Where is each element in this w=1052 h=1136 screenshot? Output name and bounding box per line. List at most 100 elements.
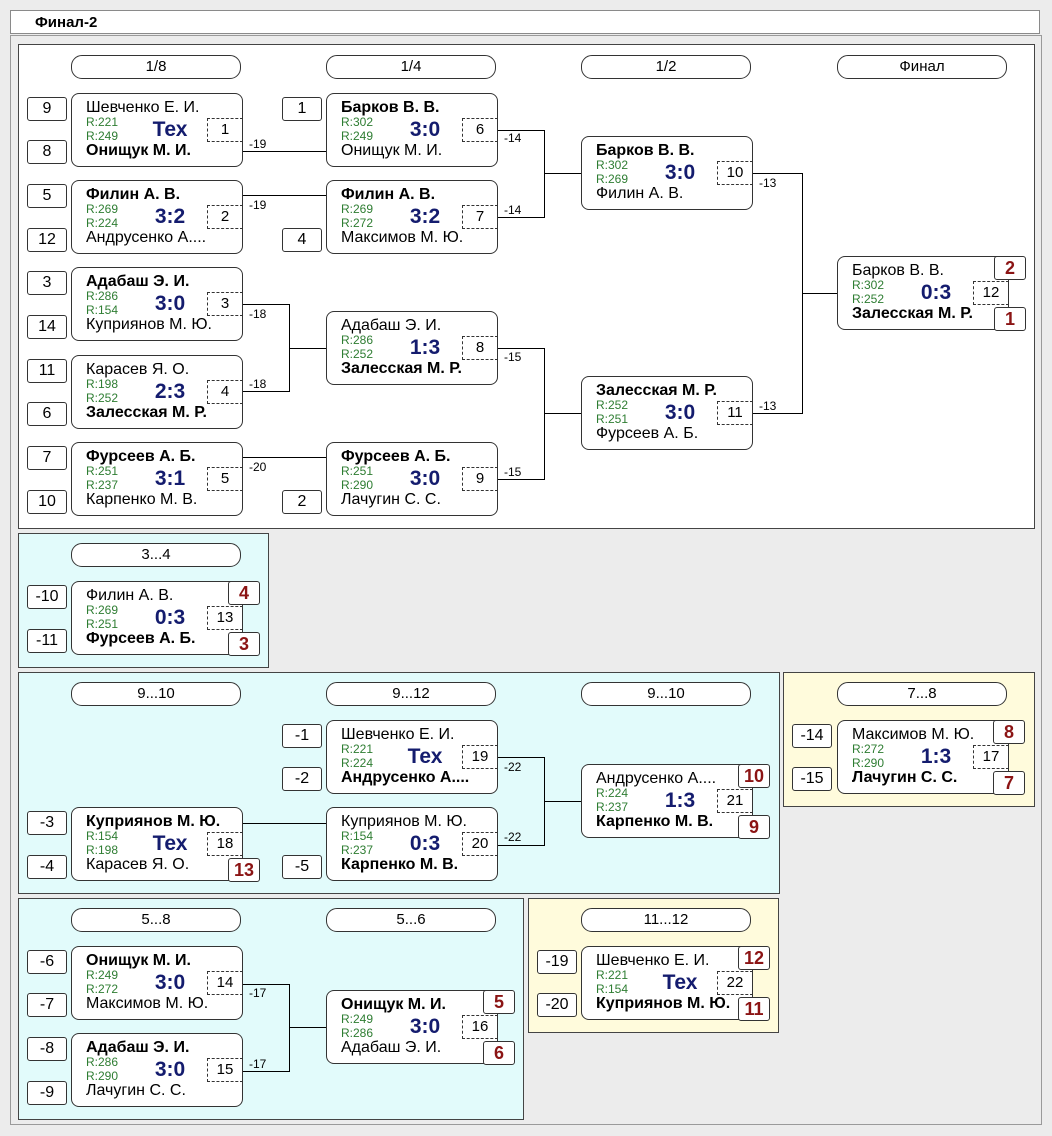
- connector-line: [243, 457, 326, 458]
- round-header-9-10-b: 9...10: [581, 682, 751, 706]
- connector-line: [498, 757, 544, 758]
- match-box-21[interactable]: Андрусенко А.... R:224 R:237 1:3 21 Карп…: [581, 764, 753, 838]
- player-bottom: Куприянов М. Ю.: [86, 316, 212, 333]
- round-header-3-4: 3...4: [71, 543, 241, 567]
- match-score: Тех: [407, 745, 443, 768]
- connector-line: [243, 823, 326, 824]
- place-badge: 2: [994, 256, 1026, 280]
- match-box-19[interactable]: Шевченко Е. И. R:221 R:224 Тех 19 Андрус…: [326, 720, 498, 794]
- player-top-winner: Онищук М. И.: [86, 952, 191, 969]
- place-badge: 1: [994, 307, 1026, 331]
- match-number: 5: [207, 467, 243, 491]
- player-bottom-winner: Андрусенко А....: [341, 769, 470, 786]
- seed-box: -8: [27, 1037, 67, 1061]
- match-number: 14: [207, 971, 243, 995]
- rating-top: R:249: [341, 1012, 374, 1026]
- match-box-6[interactable]: Барков В. В. R:302 R:249 3:0 6 Онищук М.…: [326, 93, 498, 167]
- rating-bottom: R:249: [86, 129, 119, 143]
- player-bottom: Карасев Я. О.: [86, 856, 190, 873]
- match-box-14[interactable]: Онищук М. И. R:249 R:272 3:0 14 Максимов…: [71, 946, 243, 1020]
- seed-box: 2: [282, 490, 322, 514]
- connector-line: [289, 984, 290, 1072]
- rating-top: R:251: [86, 464, 119, 478]
- match-number: 3: [207, 292, 243, 316]
- match-number: 4: [207, 380, 243, 404]
- connector-line: [544, 413, 581, 414]
- rating-top: R:154: [341, 829, 374, 843]
- rating-top: R:224: [596, 786, 629, 800]
- loser-label: -18: [249, 377, 267, 391]
- match-score: 3:2: [409, 205, 441, 228]
- player-top: Андрусенко А....: [596, 770, 717, 787]
- loser-label: -20: [249, 460, 267, 474]
- match-box-12-final[interactable]: Барков В. В. R:302 R:252 0:3 12 Залесска…: [837, 256, 1009, 330]
- match-box-13[interactable]: Филин А. В. R:269 R:251 0:3 13 Фурсеев А…: [71, 581, 243, 655]
- player-top-winner: Барков В. В.: [596, 142, 695, 159]
- match-box-3[interactable]: Адабаш Э. И. R:286 R:154 3:0 3 Куприянов…: [71, 267, 243, 341]
- match-box-4[interactable]: Карасев Я. О. R:198 R:252 2:3 4 Залесска…: [71, 355, 243, 429]
- rating-top: R:286: [341, 333, 374, 347]
- match-box-1[interactable]: Шевченко Е. И. R:221 R:249 Тех 1 Онищук …: [71, 93, 243, 167]
- match-box-16[interactable]: Онищук М. И. R:249 R:286 3:0 16 Адабаш Э…: [326, 990, 498, 1064]
- match-box-5[interactable]: Фурсеев А. Б. R:251 R:237 3:1 5 Карпенко…: [71, 442, 243, 516]
- rating-bottom: R:224: [86, 216, 119, 230]
- match-box-18[interactable]: Куприянов М. Ю. R:154 R:198 Тех 18 Карас…: [71, 807, 243, 881]
- seed-box: -4: [27, 855, 67, 879]
- match-box-15[interactable]: Адабаш Э. И. R:286 R:290 3:0 15 Лачугин …: [71, 1033, 243, 1107]
- round-header-final: Финал: [837, 55, 1007, 79]
- match-box-22[interactable]: Шевченко Е. И. R:221 R:154 Тех 22 Куприя…: [581, 946, 753, 1020]
- match-box-2[interactable]: Филин А. В. R:269 R:224 3:2 2 Андрусенко…: [71, 180, 243, 254]
- match-box-11[interactable]: Залесская М. Р. R:252 R:251 3:0 11 Фурсе…: [581, 376, 753, 450]
- seed-box: -15: [792, 767, 832, 791]
- player-bottom: Лачугин С. С.: [86, 1082, 186, 1099]
- place-badge: 12: [738, 946, 770, 970]
- match-box-9[interactable]: Фурсеев А. Б. R:251 R:290 3:0 9 Лачугин …: [326, 442, 498, 516]
- title-bar: Финал-2: [10, 10, 1040, 34]
- seed-box: 1: [282, 97, 322, 121]
- seed-box: 11: [27, 359, 67, 383]
- seed-box: -2: [282, 767, 322, 791]
- round-header-7-8: 7...8: [837, 682, 1007, 706]
- rating-bottom: R:237: [86, 478, 119, 492]
- connector-line: [243, 391, 289, 392]
- place-badge: 5: [483, 990, 515, 1014]
- match-box-17[interactable]: Максимов М. Ю. R:272 R:290 1:3 17 Лачуги…: [837, 720, 1009, 794]
- match-box-10[interactable]: Барков В. В. R:302 R:269 3:0 10 Филин А.…: [581, 136, 753, 210]
- match-score: 0:3: [920, 281, 952, 304]
- player-bottom-winner: Карпенко М. В.: [341, 856, 459, 873]
- loser-label: -19: [249, 137, 267, 151]
- player-bottom: Андрусенко А....: [86, 229, 207, 246]
- player-bottom-winner: Лачугин С. С.: [852, 769, 958, 786]
- seed-box: -1: [282, 724, 322, 748]
- round-header-5-8: 5...8: [71, 908, 241, 932]
- player-bottom: Фурсеев А. Б.: [596, 425, 699, 442]
- page-title: Финал-2: [35, 14, 98, 31]
- loser-label: -13: [759, 176, 777, 190]
- seed-box: -20: [537, 993, 577, 1017]
- match-number: 18: [207, 832, 243, 856]
- player-top-winner: Адабаш Э. И.: [86, 273, 190, 290]
- match-box-20[interactable]: Куприянов М. Ю. R:154 R:237 0:3 20 Карпе…: [326, 807, 498, 881]
- seed-box: -5: [282, 855, 322, 879]
- match-score: 1:3: [920, 745, 952, 768]
- player-top: Адабаш Э. И.: [341, 317, 442, 334]
- player-bottom: Максимов М. Ю.: [86, 995, 209, 1012]
- rating-top: R:249: [86, 968, 119, 982]
- match-box-8[interactable]: Адабаш Э. И. R:286 R:252 1:3 8 Залесская…: [326, 311, 498, 385]
- player-top-winner: Фурсеев А. Б.: [86, 448, 196, 465]
- player-bottom-winner: Фурсеев А. Б.: [86, 630, 196, 647]
- player-top: Барков В. В.: [852, 262, 944, 279]
- match-score: 3:0: [409, 1015, 441, 1038]
- match-box-7[interactable]: Филин А. В. R:269 R:272 3:2 7 Максимов М…: [326, 180, 498, 254]
- player-bottom: Максимов М. Ю.: [341, 229, 464, 246]
- rating-top: R:221: [596, 968, 629, 982]
- seed-box: -11: [27, 629, 67, 653]
- loser-label: -14: [504, 131, 522, 145]
- player-top: Карасев Я. О.: [86, 361, 190, 378]
- loser-label: -17: [249, 986, 267, 1000]
- seed-box: -19: [537, 950, 577, 974]
- player-top: Шевченко Е. И.: [341, 726, 455, 743]
- rating-bottom: R:252: [86, 391, 119, 405]
- rating-bottom: R:198: [86, 843, 119, 857]
- rating-bottom: R:290: [852, 756, 885, 770]
